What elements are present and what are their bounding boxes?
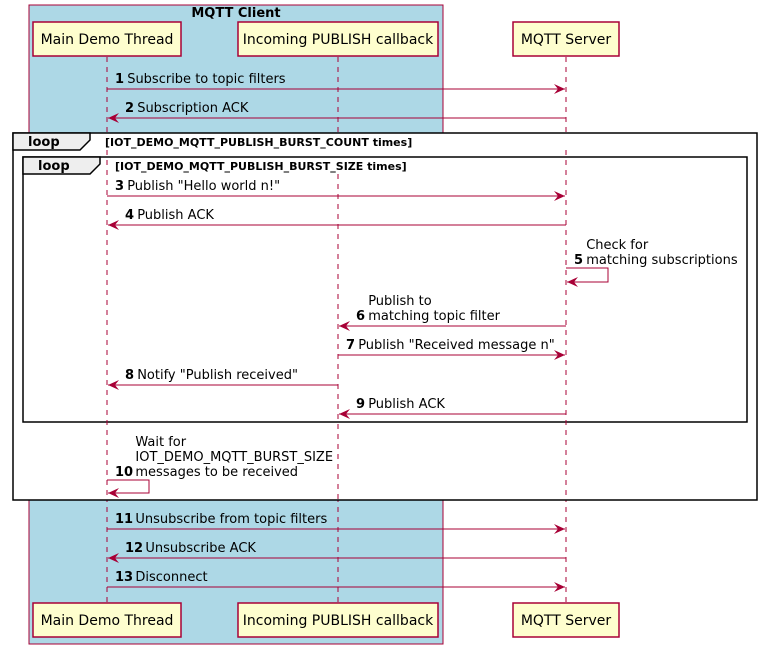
message-5-label-line-2: matching subscriptions bbox=[586, 253, 738, 268]
loop-burst-size-tab bbox=[22, 156, 101, 175]
message-10-label-line-2: IOT_DEMO_MQTT_BURST_SIZE bbox=[135, 450, 333, 465]
loop-burst-count-label: loop bbox=[28, 135, 60, 150]
message-3-label-line-1: Publish "Hello world n!" bbox=[127, 179, 280, 194]
message-5-label-line-1: Check for bbox=[586, 238, 649, 253]
participant-mqtt-server-top: MQTT Server bbox=[512, 21, 620, 57]
message-6-number: 6 bbox=[356, 309, 365, 324]
message-3-number: 3 bbox=[115, 179, 124, 194]
message-6-label-line-1: Publish to bbox=[368, 294, 432, 309]
message-1-label-line-1: Subscribe to topic filters bbox=[127, 72, 286, 87]
participant-incoming-publish-callback-top: Incoming PUBLISH callback bbox=[237, 21, 439, 57]
message-8-number: 8 bbox=[125, 368, 134, 383]
message-13-label-line-1: Disconnect bbox=[135, 570, 207, 585]
message-10-self-arrow bbox=[107, 479, 150, 498]
participant-main-demo-thread-bottom: Main Demo Thread bbox=[32, 602, 182, 638]
message-2-label-line-1: Subscription ACK bbox=[137, 101, 249, 116]
participant-incoming-publish-callback-bottom: Incoming PUBLISH callback bbox=[237, 602, 439, 638]
message-12-number: 12 bbox=[125, 541, 143, 556]
message-11-label-line-1: Unsubscribe from topic filters bbox=[135, 512, 327, 527]
message-5-self-arrow bbox=[566, 267, 609, 287]
participant-incoming-publish-callback-bottom-label: Incoming PUBLISH callback bbox=[243, 613, 434, 629]
message-10-number: 10 bbox=[115, 465, 133, 480]
loop-burst-size-label: loop bbox=[38, 159, 70, 174]
message-11-number: 11 bbox=[115, 512, 133, 527]
participant-main-demo-thread-top-label: Main Demo Thread bbox=[41, 32, 174, 48]
loop-burst-count-condition: [IOT_DEMO_MQTT_PUBLISH_BURST_COUNT times… bbox=[105, 136, 412, 149]
participant-main-demo-thread-bottom-label: Main Demo Thread bbox=[41, 613, 174, 629]
message-4-number: 4 bbox=[125, 208, 134, 223]
message-6-label-line-2: matching topic filter bbox=[368, 309, 500, 324]
message-7-label-line-1: Publish "Received message n" bbox=[358, 338, 555, 353]
participant-mqtt-server-top-label: MQTT Server bbox=[521, 32, 612, 48]
message-5-number: 5 bbox=[574, 253, 583, 268]
message-9-number: 9 bbox=[356, 397, 365, 412]
message-9-label-line-1: Publish ACK bbox=[368, 397, 445, 412]
loop-burst-size: loop [IOT_DEMO_MQTT_PUBLISH_BURST_SIZE t… bbox=[22, 156, 748, 423]
participant-incoming-publish-callback-top-label: Incoming PUBLISH callback bbox=[243, 32, 434, 48]
message-7-number: 7 bbox=[346, 338, 355, 353]
message-13-number: 13 bbox=[115, 570, 133, 585]
message-10-label-line-3: messages to be received bbox=[135, 465, 298, 480]
participant-mqtt-server-bottom-label: MQTT Server bbox=[521, 613, 612, 629]
message-12-label-line-1: Unsubscribe ACK bbox=[145, 541, 256, 556]
message-4-label-line-1: Publish ACK bbox=[137, 208, 214, 223]
message-1-number: 1 bbox=[115, 72, 124, 87]
loop-burst-count-tab bbox=[12, 132, 91, 151]
participant-main-demo-thread-top: Main Demo Thread bbox=[32, 21, 182, 57]
mqtt-client-group-title: MQTT Client bbox=[191, 6, 280, 21]
message-8-label-line-1: Notify "Publish received" bbox=[137, 368, 298, 383]
loop-burst-size-condition: [IOT_DEMO_MQTT_PUBLISH_BURST_SIZE times] bbox=[115, 160, 407, 173]
message-10-label-line-1: Wait for bbox=[135, 435, 186, 450]
message-2-number: 2 bbox=[125, 101, 134, 116]
participant-mqtt-server-bottom: MQTT Server bbox=[512, 602, 620, 638]
loop-burst-size-frame bbox=[22, 156, 748, 423]
